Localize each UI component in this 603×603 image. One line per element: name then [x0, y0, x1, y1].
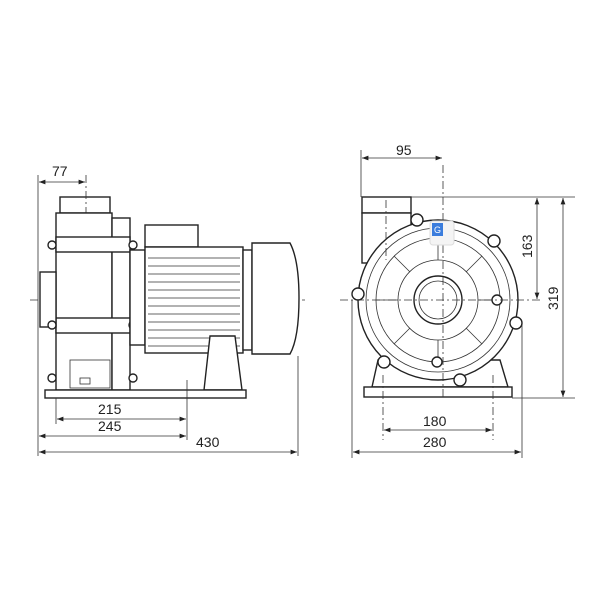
dim-280: 280: [423, 434, 447, 450]
translate-badge[interactable]: G: [429, 220, 455, 246]
junction-box: [144, 224, 199, 248]
google-translate-icon: [432, 223, 443, 236]
dim-95: 95: [396, 142, 412, 158]
dim-319: 319: [545, 286, 561, 310]
front-view: 95 163 319 180 280: [340, 142, 575, 458]
inlet-pipe: [361, 196, 412, 214]
base-plate: [363, 386, 513, 398]
inlet-pipe: [59, 196, 111, 214]
dim-215: 215: [98, 401, 122, 417]
base-plate: [44, 389, 247, 399]
dim-163: 163: [519, 234, 535, 258]
svg-text:G: G: [434, 225, 441, 235]
motor-foot: [203, 335, 243, 391]
outlet-flange: [39, 271, 57, 328]
dim-77: 77: [52, 163, 68, 179]
fan-cover: [251, 242, 300, 355]
dim-430: 430: [196, 434, 220, 450]
side-view: 77 215 245 430: [30, 163, 305, 456]
bolt-holes: [351, 213, 523, 387]
dim-180: 180: [423, 413, 447, 429]
dim-245: 245: [98, 418, 122, 434]
